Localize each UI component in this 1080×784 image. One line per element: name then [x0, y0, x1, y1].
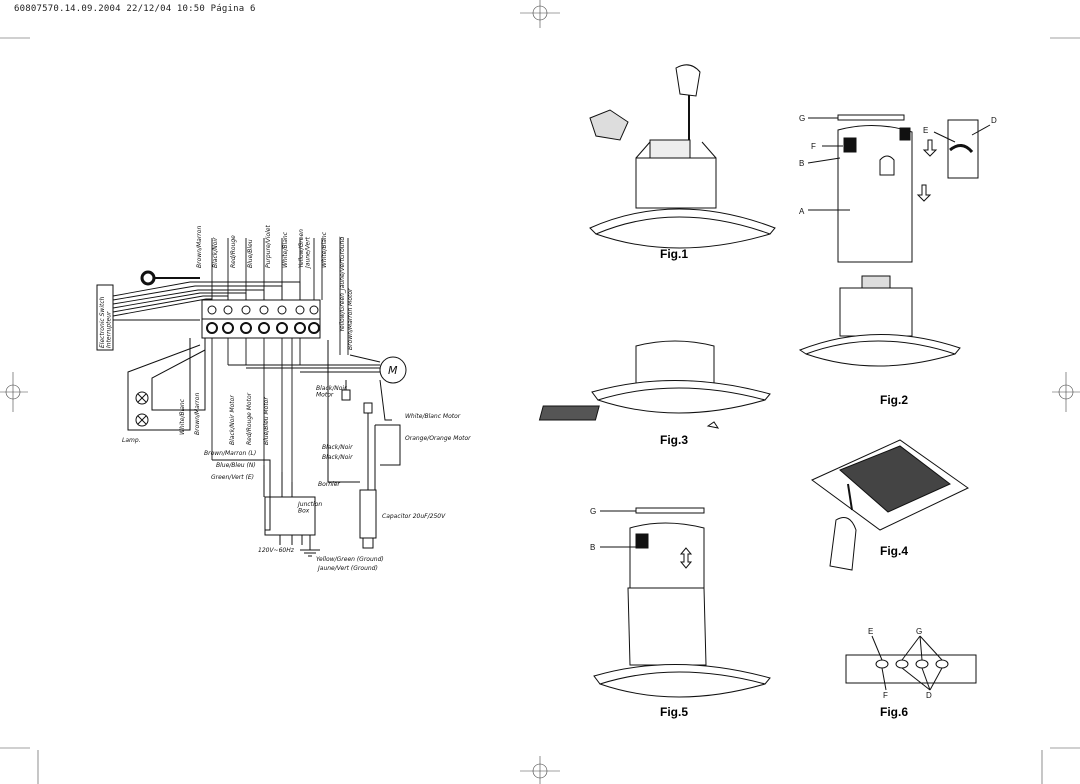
ground-label-2: Jaune/Vert (Ground) — [317, 565, 378, 572]
white-blanc-motor-label: White/Blanc Motor — [405, 413, 461, 420]
green-e-label: Green/Vert (E) — [211, 474, 254, 481]
motor-wire-red: Red/Rouge Motor — [246, 392, 253, 445]
motor-wire-blue: Blue/Bleu Motor — [263, 397, 270, 445]
lamp-wire-brown: Brown/Marron — [194, 393, 201, 435]
fig5-label-b: B — [590, 543, 595, 552]
wire-label-brown: Brown/Marron — [196, 226, 203, 268]
blue-n-label: Blue/Bleu (N) — [216, 462, 256, 469]
wire-label-yellow-green: Yellow/GreenJaune/Vert — [298, 229, 312, 269]
lamp-label: Lamp. — [122, 437, 141, 444]
motor-symbol — [379, 356, 407, 384]
lamp-wire-white: White/Blanc — [179, 398, 186, 435]
switch-label: Electronic SwitchInterrupteur — [99, 296, 113, 348]
ground-ring-terminal — [140, 270, 156, 286]
fig2-label-d: D — [991, 116, 997, 125]
wiring-labels: Brown/Marron Black/Noir Red/Rouge Blue/B… — [99, 225, 471, 572]
capacitor-label: Capacitor 20uF/250V — [382, 513, 446, 520]
fig2-illustration — [798, 114, 991, 367]
fig1-illustration — [589, 64, 776, 249]
fig6-label-g: G — [916, 627, 922, 636]
fig5-caption: Fig.5 — [660, 705, 688, 719]
supply-label: 120V~60Hz — [258, 547, 295, 554]
fig2-label-b: B — [799, 159, 804, 168]
fig6-label-d: D — [926, 691, 932, 700]
fig5-illustration — [593, 507, 771, 698]
fig6-part-labels: E G F D — [868, 627, 932, 700]
electronic-switch-box — [96, 284, 114, 351]
fig2-part-labels: G D E F B A — [799, 114, 997, 216]
fig1-caption: Fig.1 — [660, 247, 688, 261]
fig6-label-f: F — [883, 691, 888, 700]
fig6-caption: Fig.6 — [880, 705, 908, 719]
terminal-screws — [206, 305, 320, 334]
orange-motor-label: Orange/Orange Motor — [405, 435, 471, 442]
fig2-label-e: E — [923, 126, 928, 135]
brown-l-label: Brown/Marron (L) — [204, 450, 256, 457]
wire-label-white: White/Blanc — [282, 231, 289, 268]
wire-label-ground: Yellow/Green_Jaune/VertGround — [339, 237, 346, 332]
fig3-caption: Fig.3 — [660, 433, 688, 447]
ground-label-1: Yellow/Green (Ground) — [316, 556, 384, 563]
fig2-caption: Fig.2 — [880, 393, 908, 407]
fig6-illustration — [845, 635, 977, 691]
black-noir-label-2: Black/Noir — [322, 454, 353, 461]
fig3-illustration — [538, 340, 771, 429]
page-header: 60807570.14.09.2004 22/12/04 10:50 Págin… — [14, 4, 256, 14]
fig2-label-f: F — [811, 142, 816, 151]
wire-label-blue: Blue/Bleu — [247, 239, 254, 268]
motor-wire-black: Black/Noir Motor — [229, 395, 236, 445]
bornier-label: Bornier — [318, 481, 340, 488]
fig4-caption: Fig.4 — [880, 544, 908, 558]
fig5-part-labels: G B — [590, 507, 596, 552]
lamp-symbol-2 — [135, 413, 149, 427]
wire-label-black: Black/Noir — [212, 237, 219, 268]
wiring-diagram — [96, 238, 407, 557]
lamp-symbol-1 — [135, 391, 149, 405]
black-noir-label-1: Black/Noir — [322, 444, 353, 451]
fig5-label-g: G — [590, 507, 596, 516]
wire-label-brown-motor: Brown/Marron Motor — [347, 288, 354, 350]
wire-label-purple: Purpure/Violet — [265, 225, 272, 268]
fig4-illustration — [811, 439, 969, 571]
fig2-label-g: G — [799, 114, 805, 123]
fig2-label-a: A — [799, 207, 805, 216]
wire-label-white-2: White/Blanc — [321, 231, 328, 268]
motor-symbol-label: M — [388, 364, 398, 377]
fig6-label-e: E — [868, 627, 873, 636]
wire-label-red: Red/Rouge — [230, 235, 237, 268]
